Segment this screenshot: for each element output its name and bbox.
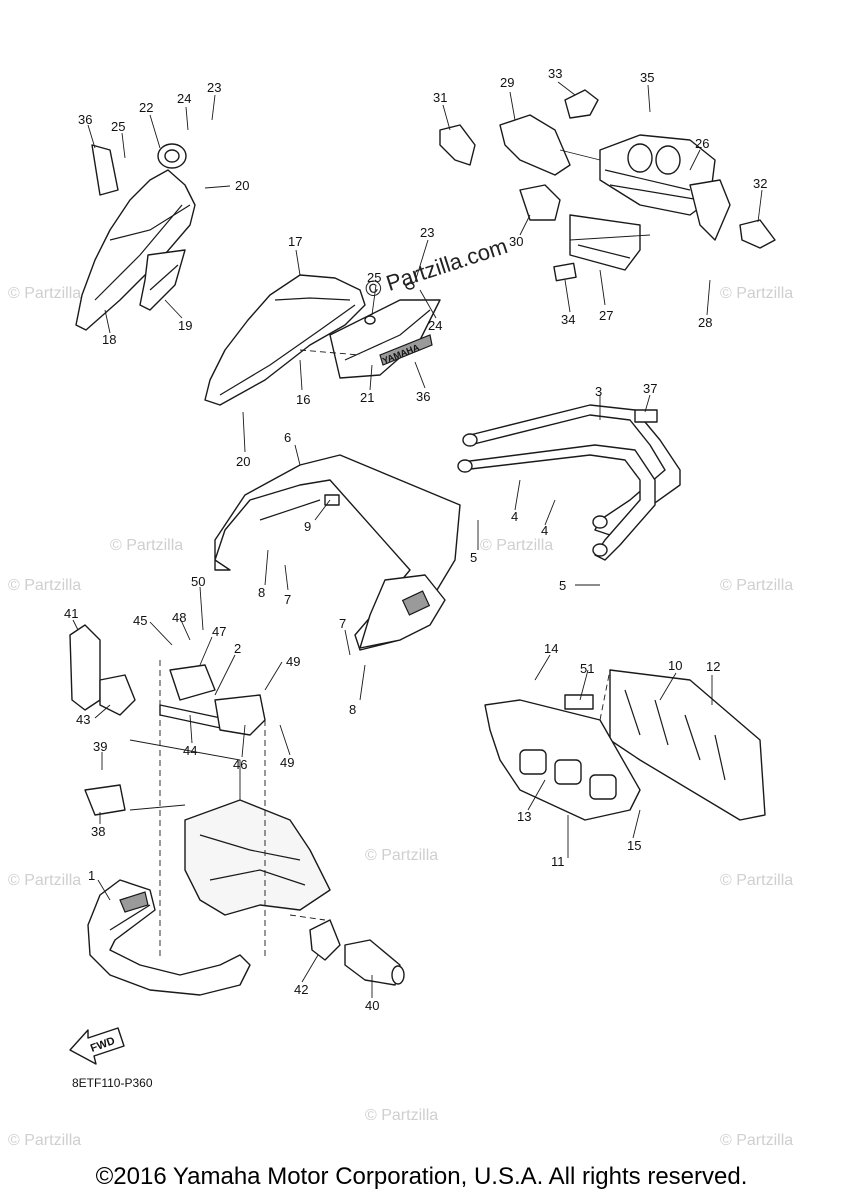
callouts: 1 2 3 4 4 5 5 6 7 7 8 8 9 10 11 12 13 14… — [64, 66, 767, 1013]
callout-number: 29 — [500, 75, 514, 90]
callout-number: 20 — [236, 454, 250, 469]
callout-number: 5 — [470, 550, 477, 565]
callout-number: 12 — [706, 659, 720, 674]
callout-number: 10 — [668, 658, 682, 673]
tube-frame — [457, 404, 681, 561]
watermark-main: © Partzilla.com — [362, 233, 511, 303]
callout-number: 50 — [191, 574, 205, 589]
callout-number: 36 — [416, 389, 430, 404]
diagram-code: 8ETF110-P360 — [72, 1076, 153, 1090]
callout-number: 8 — [258, 585, 265, 600]
callout-number: 16 — [296, 392, 310, 407]
callout-number: 25 — [111, 119, 125, 134]
callout-number: 35 — [640, 70, 654, 85]
callout-number: 49 — [286, 654, 300, 669]
callout-number: 11 — [551, 854, 565, 869]
callout-number: 42 — [294, 982, 308, 997]
watermark: © Partzilla — [8, 285, 81, 302]
fwd-arrow-icon: FWD — [69, 1027, 125, 1065]
callout-number: 14 — [544, 641, 558, 656]
callout-number: 3 — [595, 384, 602, 399]
callout-number: 51 — [580, 661, 594, 676]
callout-number: 41 — [64, 606, 78, 621]
watermarks: © Partzilla © Partzilla © Partzilla © Pa… — [8, 285, 793, 1149]
watermark: © Partzilla — [8, 577, 81, 594]
callout-number: 47 — [212, 624, 226, 639]
copyright-notice: ©2016 Yamaha Motor Corporation, U.S.A. A… — [95, 1163, 748, 1190]
callout-number: 23 — [420, 225, 434, 240]
watermark: © Partzilla — [720, 577, 793, 594]
callout-number: 36 — [78, 112, 92, 127]
center-upper-cover: YAMAHA — [204, 274, 441, 406]
callout-number: 31 — [433, 90, 447, 105]
assembly-lines — [129, 149, 651, 960]
callout-number: 30 — [509, 234, 523, 249]
callout-number: 2 — [234, 641, 241, 656]
meter-cover-assembly — [439, 89, 776, 282]
callout-number: 26 — [695, 136, 709, 151]
callout-number: 18 — [102, 332, 116, 347]
callout-number: 7 — [284, 592, 291, 607]
callout-number: 9 — [304, 519, 311, 534]
watermark: © Partzilla — [365, 847, 438, 864]
callout-number: 1 — [88, 868, 95, 883]
callout-number: 13 — [517, 809, 531, 824]
callout-number: 19 — [178, 318, 192, 333]
callout-number: 27 — [599, 308, 613, 323]
callout-number: 8 — [349, 702, 356, 717]
left-side-cover — [75, 143, 196, 331]
watermark: © Partzilla — [8, 872, 81, 889]
callout-number: 6 — [284, 430, 291, 445]
front-bumper — [87, 879, 251, 996]
center-lower-cover — [214, 454, 461, 651]
callout-number: 46 — [233, 757, 247, 772]
callout-number: 28 — [698, 315, 712, 330]
callout-number: 37 — [643, 381, 657, 396]
leader-lines — [72, 81, 763, 998]
watermark: © Partzilla — [110, 537, 183, 554]
callout-number: 5 — [559, 578, 566, 593]
callout-number: 24 — [177, 91, 191, 106]
lower-left-brackets — [69, 624, 266, 816]
callout-number: 43 — [76, 712, 90, 727]
watermark: © Partzilla — [720, 1132, 793, 1149]
callout-number: 15 — [627, 838, 641, 853]
callout-number: 49 — [280, 755, 294, 770]
callout-number: 24 — [428, 318, 442, 333]
callout-number: 4 — [541, 523, 548, 538]
watermark: © Partzilla — [365, 1107, 438, 1124]
callout-number: 17 — [288, 234, 302, 249]
callout-number: 33 — [548, 66, 562, 81]
callout-number: 4 — [511, 509, 518, 524]
watermark: © Partzilla — [720, 285, 793, 302]
watermark: © Partzilla — [720, 872, 793, 889]
watermark: © Partzilla — [480, 537, 553, 554]
callout-number: 45 — [133, 613, 147, 628]
callout-number: 40 — [365, 998, 379, 1013]
callout-number: 7 — [339, 616, 346, 631]
callout-number: 23 — [207, 80, 221, 95]
callout-number: 38 — [91, 824, 105, 839]
watermark: © Partzilla — [8, 1132, 81, 1149]
callout-number: 34 — [561, 312, 575, 327]
frame-reference — [184, 799, 331, 916]
callout-number: 32 — [753, 176, 767, 191]
callout-number: 20 — [235, 178, 249, 193]
callout-number: 21 — [360, 390, 374, 405]
callout-number: 39 — [93, 739, 107, 754]
lower-center-parts — [309, 919, 405, 986]
front-panel — [484, 669, 766, 821]
callout-number: 48 — [172, 610, 186, 625]
callout-number: 44 — [183, 743, 197, 758]
callout-number: 22 — [139, 100, 153, 115]
callout-number: 25 — [367, 270, 381, 285]
